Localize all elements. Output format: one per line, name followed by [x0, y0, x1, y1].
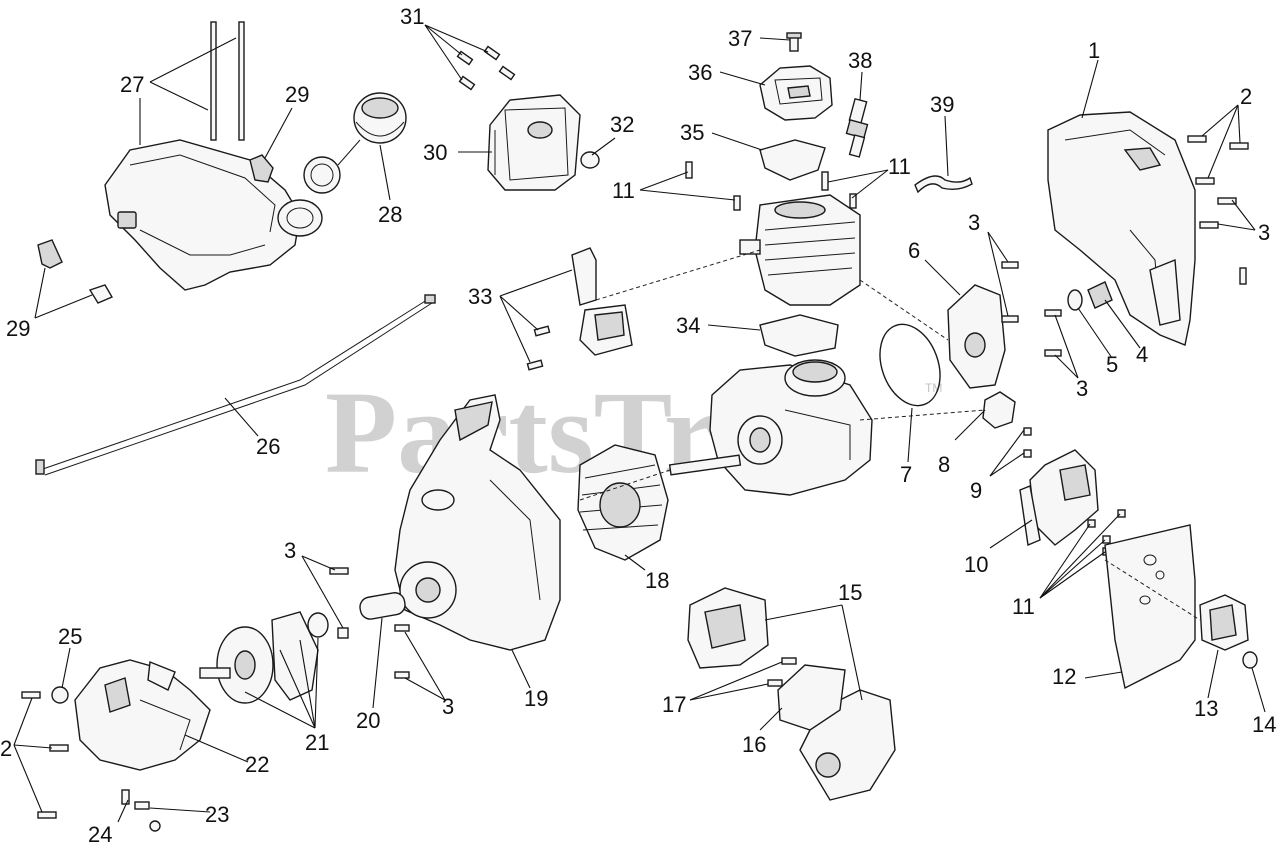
part-15-airbox-base — [687, 587, 769, 669]
part-33-ignition-coil — [526, 247, 633, 371]
part-29-clip-upper — [249, 154, 274, 183]
alignment-lines — [579, 249, 1201, 621]
callout-3-left-lower: 3 — [442, 694, 454, 719]
part-14-ring — [1242, 651, 1258, 669]
callout-28: 28 — [378, 202, 402, 227]
part-20-spacer — [359, 592, 406, 620]
callout-11-top-left: 11 — [612, 178, 635, 203]
callout-36: 36 — [688, 60, 712, 85]
part-29-clip-left — [37, 239, 114, 304]
part-31-screws — [456, 45, 516, 91]
callout-2-left: 2 — [0, 736, 12, 761]
part-16-filter — [777, 664, 846, 731]
callout-2-right: 2 — [1240, 84, 1252, 109]
callout-1: 1 — [1088, 38, 1100, 63]
callout-30: 30 — [423, 140, 447, 165]
callout-39: 39 — [930, 92, 954, 117]
callout-29-left: 29 — [6, 316, 30, 341]
callout-12: 12 — [1052, 664, 1076, 689]
part-12-plate — [1104, 524, 1196, 690]
callout-27: 27 — [120, 72, 144, 97]
callout-5: 5 — [1106, 352, 1118, 377]
callout-labels: 1 2 3 4 5 6 7 8 9 10 11 12 13 14 15 16 1… — [0, 4, 1276, 847]
part-13-block — [1199, 594, 1249, 651]
callout-4: 4 — [1136, 342, 1148, 367]
part-39-hose — [914, 175, 973, 194]
part-8-reed — [982, 391, 1016, 429]
part-30-air-filter-cover — [487, 94, 581, 191]
callout-9: 9 — [970, 478, 982, 503]
callout-17: 17 — [662, 692, 686, 717]
callout-25: 25 — [58, 624, 82, 649]
part-24-screw — [121, 789, 130, 805]
callout-33: 33 — [468, 284, 492, 309]
callout-34: 34 — [676, 313, 700, 338]
part-37-screw — [786, 32, 802, 52]
callout-10: 10 — [964, 552, 988, 577]
callout-20: 20 — [356, 708, 380, 733]
part-19-housing — [394, 394, 561, 651]
part-6-plate — [947, 284, 1006, 389]
watermark-tm: TM — [925, 381, 942, 395]
callout-37: 37 — [728, 26, 752, 51]
part-34-gasket — [759, 314, 839, 357]
callout-3-center: 3 — [968, 210, 980, 235]
part-27-fuel-tank — [104, 139, 323, 291]
part-32-oring — [580, 151, 600, 169]
callout-31: 31 — [400, 4, 424, 29]
part-23-screw — [134, 801, 161, 832]
part-28-fuel-cap — [303, 92, 407, 194]
callout-22: 22 — [245, 752, 269, 777]
part-36-cylinder-cover — [759, 65, 833, 121]
part-7-oring — [879, 323, 941, 407]
callout-3-left-upper: 3 — [284, 538, 296, 563]
part-11-screws-top — [685, 161, 857, 211]
part-3-screws-far-right — [1199, 197, 1247, 285]
part-3-screws-right — [1001, 261, 1062, 357]
part-18-flywheel — [577, 444, 669, 561]
callout-8: 8 — [938, 452, 950, 477]
part-1-engine-cover — [1047, 111, 1196, 346]
callout-16: 16 — [742, 732, 766, 757]
callout-11-top-right: 11 — [888, 154, 911, 179]
part-3-screws-left — [329, 567, 410, 679]
part-10-carburetor — [1019, 449, 1099, 546]
callout-38: 38 — [848, 48, 872, 73]
part-35-gasket — [759, 139, 826, 181]
callout-14: 14 — [1252, 712, 1276, 737]
callout-18: 18 — [645, 568, 669, 593]
callout-24: 24 — [88, 822, 112, 847]
callout-19: 19 — [524, 686, 548, 711]
part-cylinder — [739, 194, 861, 306]
part-17-screws — [767, 657, 797, 687]
part-crankcase — [668, 359, 873, 496]
callout-26: 26 — [256, 434, 280, 459]
callout-7: 7 — [900, 462, 912, 487]
leader-lines — [13, 24, 1266, 823]
part-5-washer — [1067, 289, 1083, 311]
callout-21: 21 — [305, 730, 329, 755]
callout-23: 23 — [205, 802, 229, 827]
callout-3-mid: 3 — [1076, 376, 1088, 401]
part-25-nut — [51, 686, 69, 704]
callout-11-lower: 11 — [1012, 594, 1035, 619]
callout-3-far-right: 3 — [1258, 220, 1270, 245]
callout-15: 15 — [838, 580, 862, 605]
part-22-gear-housing — [74, 659, 211, 771]
part-9-screws — [1023, 427, 1032, 458]
part-27-rods — [210, 21, 245, 141]
part-2-screws-left — [21, 691, 69, 819]
part-26-cable — [35, 294, 436, 476]
callout-13: 13 — [1194, 696, 1218, 721]
part-2-screws-right — [1187, 135, 1249, 185]
callout-32: 32 — [610, 112, 634, 137]
part-38-spark-plug — [845, 97, 869, 158]
callout-6: 6 — [908, 238, 920, 263]
callout-35: 35 — [680, 120, 704, 145]
callout-29-upper: 29 — [285, 82, 309, 107]
